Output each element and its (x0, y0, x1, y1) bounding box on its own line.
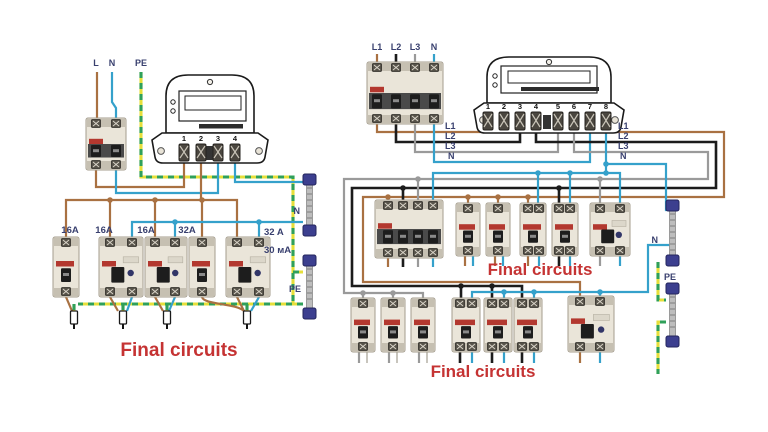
devices-right (350, 56, 680, 353)
junction-dots (360, 161, 609, 296)
breaker-1p (380, 297, 406, 353)
pe-bus-bar (665, 282, 680, 348)
breaker-1p (455, 202, 481, 257)
rcd-2p (567, 295, 615, 353)
energy-meter-1ph (151, 74, 269, 164)
phase-label-l2: L2 (445, 131, 456, 141)
three-phase-diagram: L1 L2 L3 N 1 2 3 4 5 6 7 8 L1 L2 L3 N L1… (342, 42, 726, 381)
breaker-1p-32a (188, 236, 216, 298)
breaker-1p-16a (52, 236, 80, 298)
meter-terminal: 3 (216, 134, 220, 143)
cable-end (162, 310, 172, 329)
breaker-1pn (513, 297, 543, 353)
final-circuits-label-bottom: Final circuits (431, 362, 536, 381)
phase-label-l1: L1 (445, 121, 456, 131)
cable-end (242, 310, 252, 329)
wires-left (64, 72, 303, 312)
breaker-1pn (483, 297, 513, 353)
rcbo-2p-16a (98, 236, 144, 298)
meter-terminal: 6 (572, 102, 576, 111)
phase-label-l3: L3 (618, 141, 629, 151)
main-breaker-4p (366, 61, 444, 125)
rcbo-2p-16a (144, 236, 188, 298)
main-breaker-2p (85, 117, 127, 171)
meter-terminal: 4 (534, 102, 539, 111)
breaker-4p (374, 199, 444, 259)
neutral-bus-bar (302, 173, 317, 237)
supply-label-l: L (93, 58, 99, 68)
phase-label-n: N (620, 151, 627, 161)
meter-terminal: 8 (604, 102, 608, 111)
meter-terminal: 7 (588, 102, 592, 111)
breaker-1pn (519, 202, 547, 257)
pe-wires-right (656, 262, 666, 374)
phase-label-l2: L2 (618, 131, 629, 141)
pe-wires-left (72, 72, 303, 311)
meter-terminal: 1 (486, 102, 490, 111)
breaker-rating: 32A (178, 225, 196, 236)
neutral-bus-label: N (294, 206, 301, 216)
energy-meter-3ph (473, 56, 625, 134)
neutral-bus-label: N (652, 235, 659, 245)
meter-terminal: 2 (502, 102, 506, 111)
breaker-rating: 16A (61, 225, 79, 236)
breaker-1p (485, 202, 511, 257)
breaker-1pn (451, 297, 481, 353)
pe-bus-bar (302, 254, 317, 320)
meter-terminal: 2 (199, 134, 203, 143)
rcd-sensitivity: 30 мА (264, 245, 291, 256)
supply-label-l2: L2 (391, 42, 402, 52)
final-circuits-label-middle: Final circuits (488, 260, 593, 279)
junction-dots (107, 197, 262, 225)
rcd-2p-32a-30ma (225, 236, 271, 298)
devices-left (52, 74, 317, 329)
final-circuits-label-left: Final circuits (120, 340, 237, 361)
breaker-1p (410, 297, 436, 353)
pe-bus-label: PE (664, 272, 676, 282)
cable-end (118, 310, 128, 329)
breaker-1p (350, 297, 376, 353)
phase-label-l1: L1 (618, 121, 629, 131)
pe-bus-label: PE (289, 284, 301, 294)
phase-label-l3: L3 (445, 141, 456, 151)
neutral-bus-bar (665, 199, 680, 267)
supply-label-pe: PE (135, 58, 147, 68)
cable-end (69, 310, 79, 329)
single-phase-diagram: L N PE 1 2 3 4 16A 16A 16A 32A 32 A 30 м… (52, 58, 317, 361)
rcd-2p (589, 202, 631, 257)
rcd-rating: 32 A (264, 227, 284, 238)
supply-label-l1: L1 (372, 42, 383, 52)
meter-terminal: 3 (518, 102, 522, 111)
meter-terminal: 5 (556, 102, 560, 111)
meter-terminal: 1 (182, 134, 186, 143)
supply-label-n: N (109, 58, 116, 68)
breaker-rating: 16A (95, 225, 113, 236)
phase-label-n: N (448, 151, 455, 161)
meter-terminal: 4 (233, 134, 238, 143)
breaker-1pn (551, 202, 579, 257)
supply-label-n: N (431, 42, 438, 52)
supply-label-l3: L3 (410, 42, 421, 52)
breaker-rating: 16A (137, 225, 155, 236)
